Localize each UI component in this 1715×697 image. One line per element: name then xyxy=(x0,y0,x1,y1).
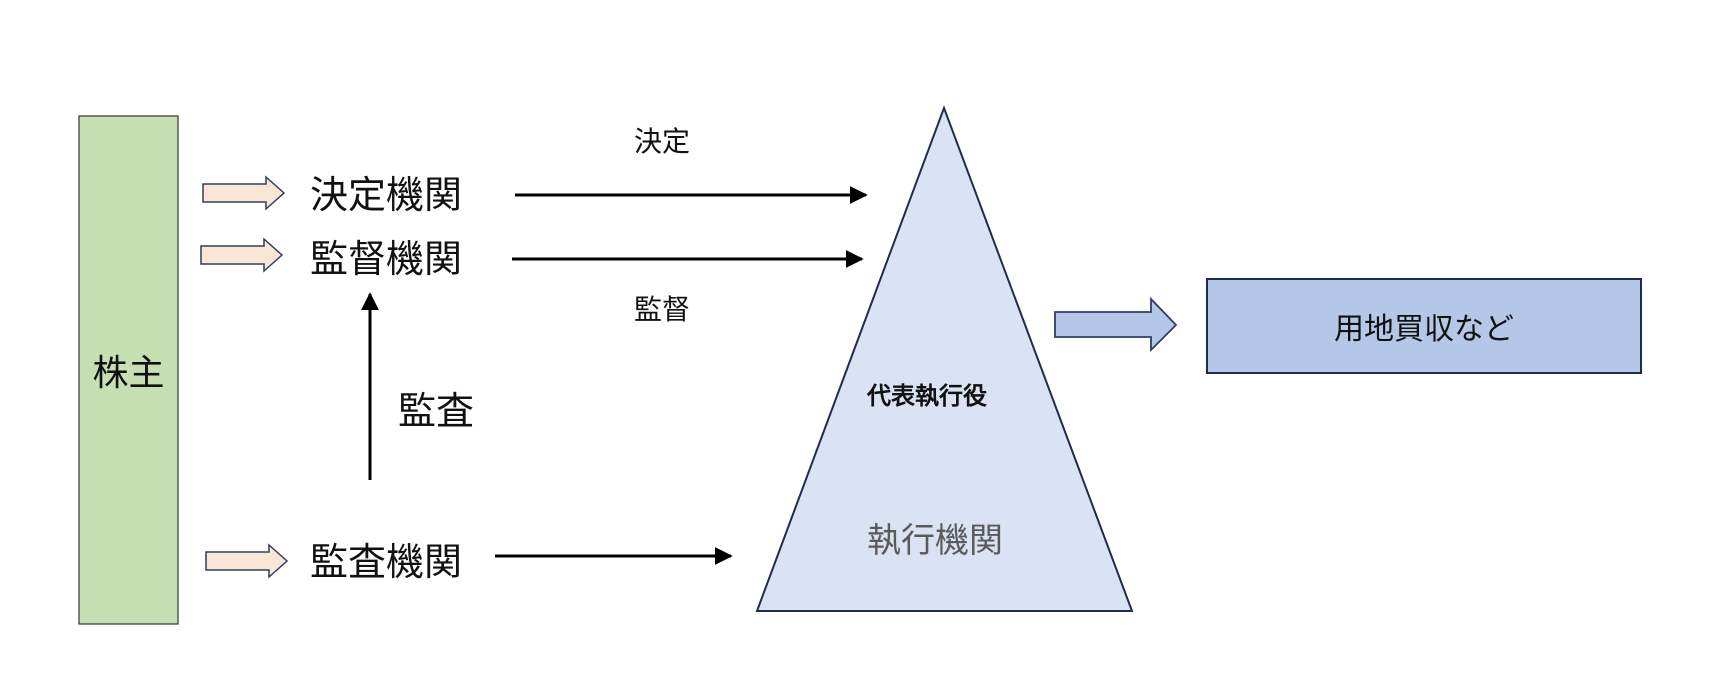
shareholder-to-supervisory-arrow xyxy=(200,237,284,273)
supervisory-body-label: 監督機関 xyxy=(310,237,463,281)
executive-body-label: 執行機関 xyxy=(867,521,1003,561)
result-label: 用地買収など xyxy=(1334,312,1514,347)
shareholder-to-audit-arrow xyxy=(205,543,289,579)
representative-label: 代表執行役 xyxy=(867,382,987,410)
shareholder-to-decision-arrow xyxy=(202,175,286,211)
decision-body-label: 決定機関 xyxy=(310,173,463,217)
shareholder-label: 株主 xyxy=(92,353,165,394)
executive-to-result-arrow xyxy=(1054,296,1178,353)
supervision-relation-label: 監督 xyxy=(634,293,691,326)
shareholder-box xyxy=(78,115,179,625)
audit-relation-label: 監査 xyxy=(398,389,475,433)
result-box xyxy=(1206,278,1642,374)
decision-relation-label: 決定 xyxy=(634,125,691,158)
executive-triangle xyxy=(755,105,1134,612)
audit-body-label: 監査機関 xyxy=(310,540,463,584)
